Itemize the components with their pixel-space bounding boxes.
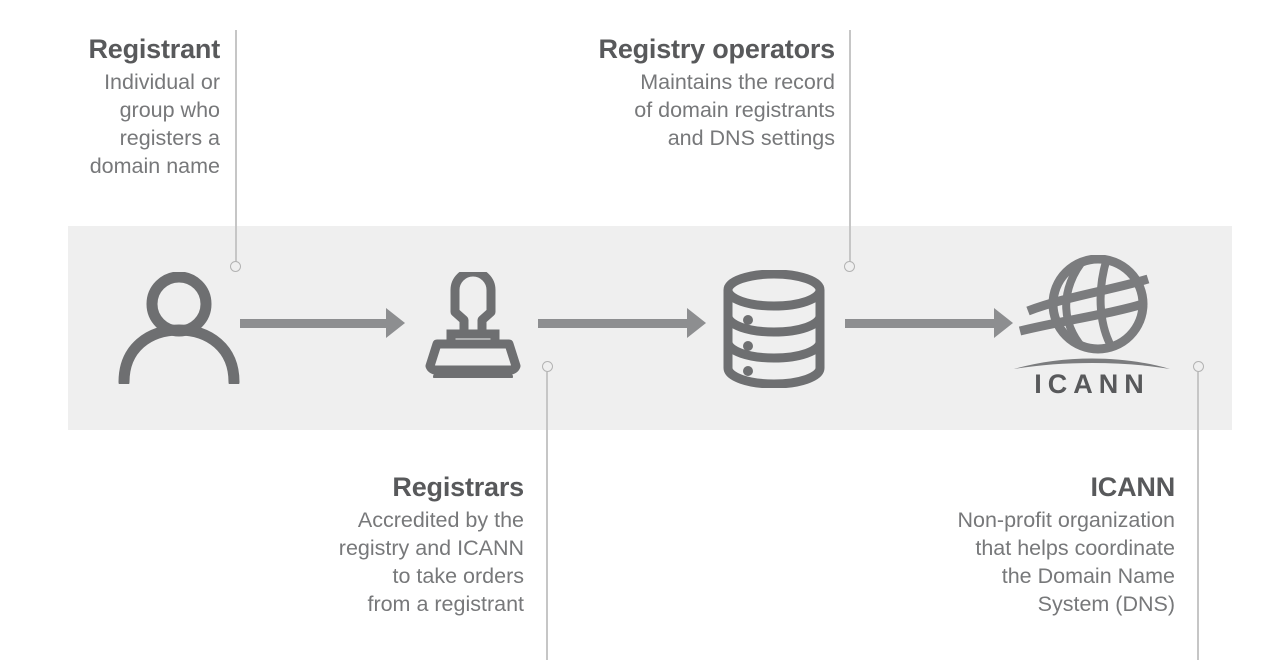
callout-desc-line: Individual or <box>104 70 220 94</box>
callout-desc-line: group who <box>119 98 220 122</box>
globe-grid <box>1062 259 1122 349</box>
callout-desc-line: and DNS settings <box>667 126 835 150</box>
callout-registry-operators: Registry operators Maintains the record … <box>510 32 836 152</box>
leader-dot-registrars <box>542 361 553 372</box>
database-status-dot <box>743 366 753 376</box>
callout-desc-line: System (DNS) <box>1037 592 1175 616</box>
callout-desc-line: Non-profit organization <box>957 508 1175 532</box>
leader-line-registrars <box>546 372 548 660</box>
callout-desc-line: from a registrant <box>367 592 524 616</box>
callout-title-icann: ICANN <box>1090 472 1176 502</box>
leader-dot-icann <box>1193 361 1204 372</box>
icann-wordmark: ICANN <box>1034 369 1150 395</box>
callout-desc-line: registers a <box>119 126 220 150</box>
callout-title-registrant: Registrant <box>88 34 220 64</box>
stamp-icon <box>425 272 521 378</box>
callout-registrars: Registrars Accredited by the registry an… <box>270 470 524 618</box>
flow-arrow-2 <box>538 308 706 338</box>
callout-desc-line: the Domain Name <box>1001 564 1175 588</box>
callout-title-registrars: Registrars <box>392 472 524 502</box>
callout-desc-registrars: Accredited by the registry and ICANN to … <box>270 506 524 618</box>
leader-dot-registrant <box>230 261 241 272</box>
leader-line-registry-operators <box>849 30 851 266</box>
callout-desc-line: registry and ICANN <box>338 536 524 560</box>
callout-title-registry-operators: Registry operators <box>598 34 836 64</box>
leader-line-icann <box>1197 372 1199 660</box>
database-status-dot <box>743 315 753 325</box>
database-status-dot <box>743 341 753 351</box>
database-icon <box>722 270 826 388</box>
callout-desc-registrant: Individual or group who registers a doma… <box>20 68 220 180</box>
globe-latitude-lower <box>1018 298 1148 336</box>
callout-desc-line: that helps coordinate <box>975 536 1175 560</box>
callout-desc-line: domain name <box>89 154 220 178</box>
callout-desc-registry-operators: Maintains the record of domain registran… <box>510 68 835 152</box>
flow-arrow-1 <box>240 308 405 338</box>
leader-line-registrant <box>235 30 237 266</box>
callout-desc-line: to take orders <box>392 564 524 588</box>
callout-desc-line: of domain registrants <box>634 98 835 122</box>
person-icon <box>118 272 240 384</box>
callout-desc-icann: Non-profit organization that helps coord… <box>880 506 1175 618</box>
callout-registrant: Registrant Individual or group who regis… <box>20 32 220 180</box>
callout-desc-line: Maintains the record <box>640 70 835 94</box>
icann-globe-logo: ICANN <box>1012 255 1172 395</box>
leader-dot-registry-operators <box>844 261 855 272</box>
globe-latitude-upper <box>1026 274 1150 316</box>
callout-desc-line: Accredited by the <box>357 508 524 532</box>
logo-swoosh <box>1014 358 1170 369</box>
callout-icann: ICANN Non-profit organization that helps… <box>880 470 1175 618</box>
flow-arrow-3 <box>845 308 1013 338</box>
